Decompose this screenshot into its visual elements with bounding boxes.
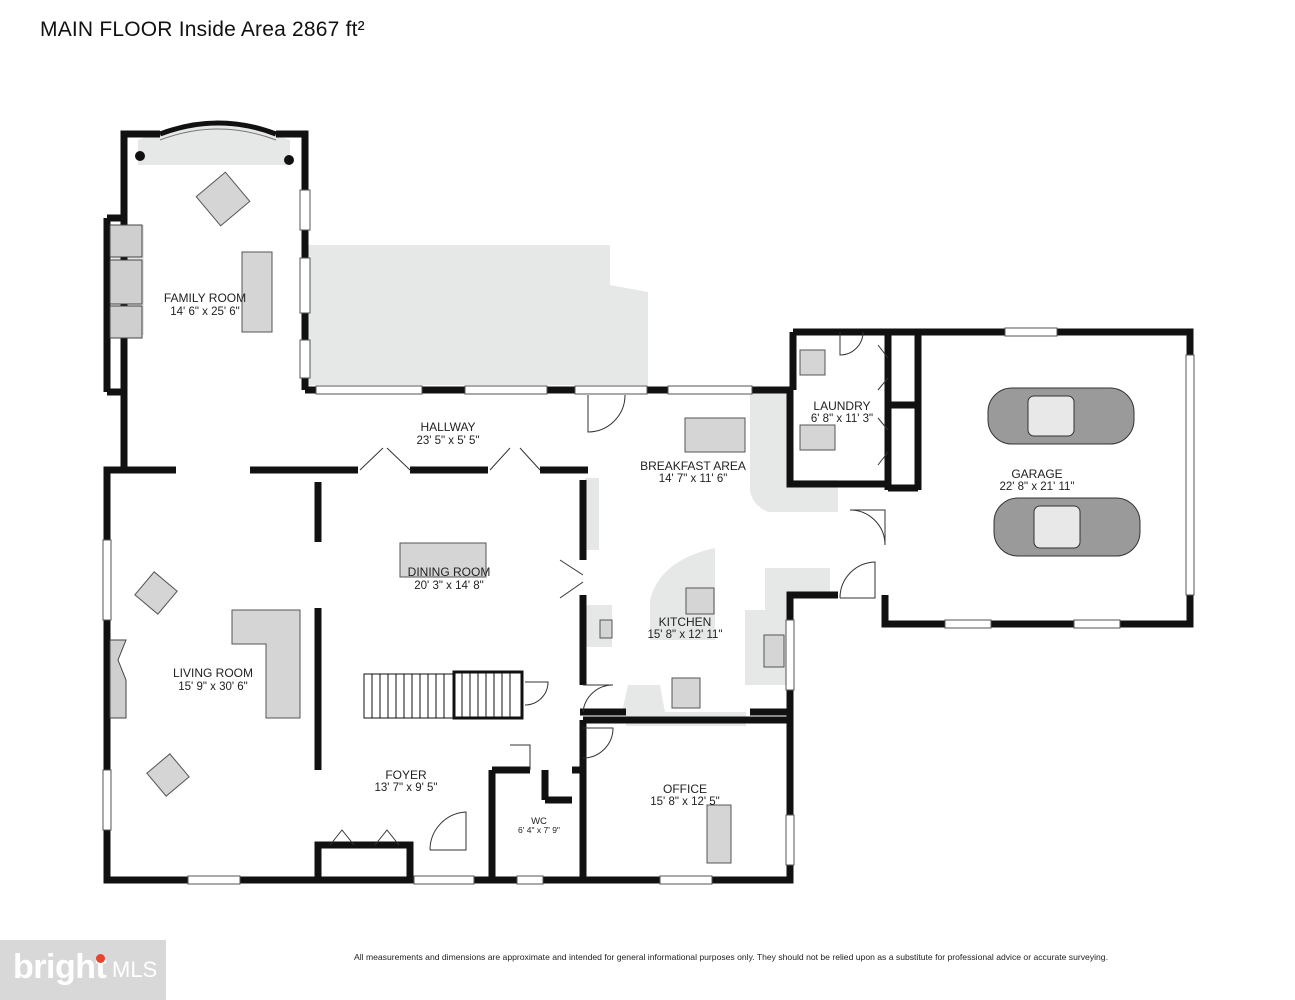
garage-dims: 22' 8" x 21' 11" <box>999 481 1074 493</box>
garage-label: GARAGE <box>1011 467 1062 481</box>
kitchen-label: KITCHEN <box>659 615 712 629</box>
kitchen-dims: 15' 8" x 12' 11" <box>647 629 722 641</box>
dining-room-dims: 20' 3" x 14' 8" <box>414 580 483 592</box>
logo-accent-dot <box>96 954 105 963</box>
plan-title: MAIN FLOOR Inside Area 2867 ft² <box>40 18 365 41</box>
living-room-dims: 15' 9" x 30' 6" <box>178 681 247 693</box>
wc-dims: 6' 4" x 7' 9" <box>518 825 560 835</box>
bay-window <box>159 120 277 137</box>
bright-mls-logo: bright MLS <box>0 940 166 1000</box>
living-room-label: LIVING ROOM <box>173 666 253 680</box>
car-1 <box>987 387 1135 445</box>
foyer-dims: 13' 7" x 9' 5" <box>374 782 437 794</box>
staircase <box>363 670 524 720</box>
hallway-dims: 23' 5" x 5' 5" <box>416 435 479 447</box>
laundry-label: LAUNDRY <box>813 399 870 413</box>
breakfast-area-label: BREAKFAST AREA <box>640 459 746 473</box>
bay-window-inner <box>159 128 277 141</box>
laundry-dims: 6' 8" x 11' 3" <box>811 413 873 425</box>
column-left <box>135 151 145 161</box>
fireplace-family <box>109 224 143 339</box>
wc-label: WC <box>531 816 547 827</box>
disclaimer-text: All measurements and dimensions are appr… <box>354 952 1108 962</box>
dining-room-label: DINING ROOM <box>408 565 491 579</box>
floor-plan: FAMILY ROOM 14' 6" x 25' 6" HALLWAY 23' … <box>102 120 1195 885</box>
column-right <box>284 155 294 165</box>
doors <box>329 331 889 851</box>
furniture <box>134 171 836 864</box>
office-label: OFFICE <box>663 782 707 796</box>
breakfast-area-dims: 14' 7" x 11' 6" <box>659 473 728 485</box>
hallway-label: HALLWAY <box>420 420 475 434</box>
family-room-label: FAMILY ROOM <box>164 291 246 305</box>
car-2 <box>993 497 1141 557</box>
windows <box>102 189 1195 885</box>
office-dims: 15' 8" x 12' 5" <box>650 796 719 808</box>
logo-mls: MLS <box>112 957 158 982</box>
foyer-label: FOYER <box>385 768 427 782</box>
logo-wordmark: bright <box>13 948 107 986</box>
family-room-dims: 14' 6" x 25' 6" <box>170 306 239 318</box>
fireplace-living <box>109 639 127 719</box>
